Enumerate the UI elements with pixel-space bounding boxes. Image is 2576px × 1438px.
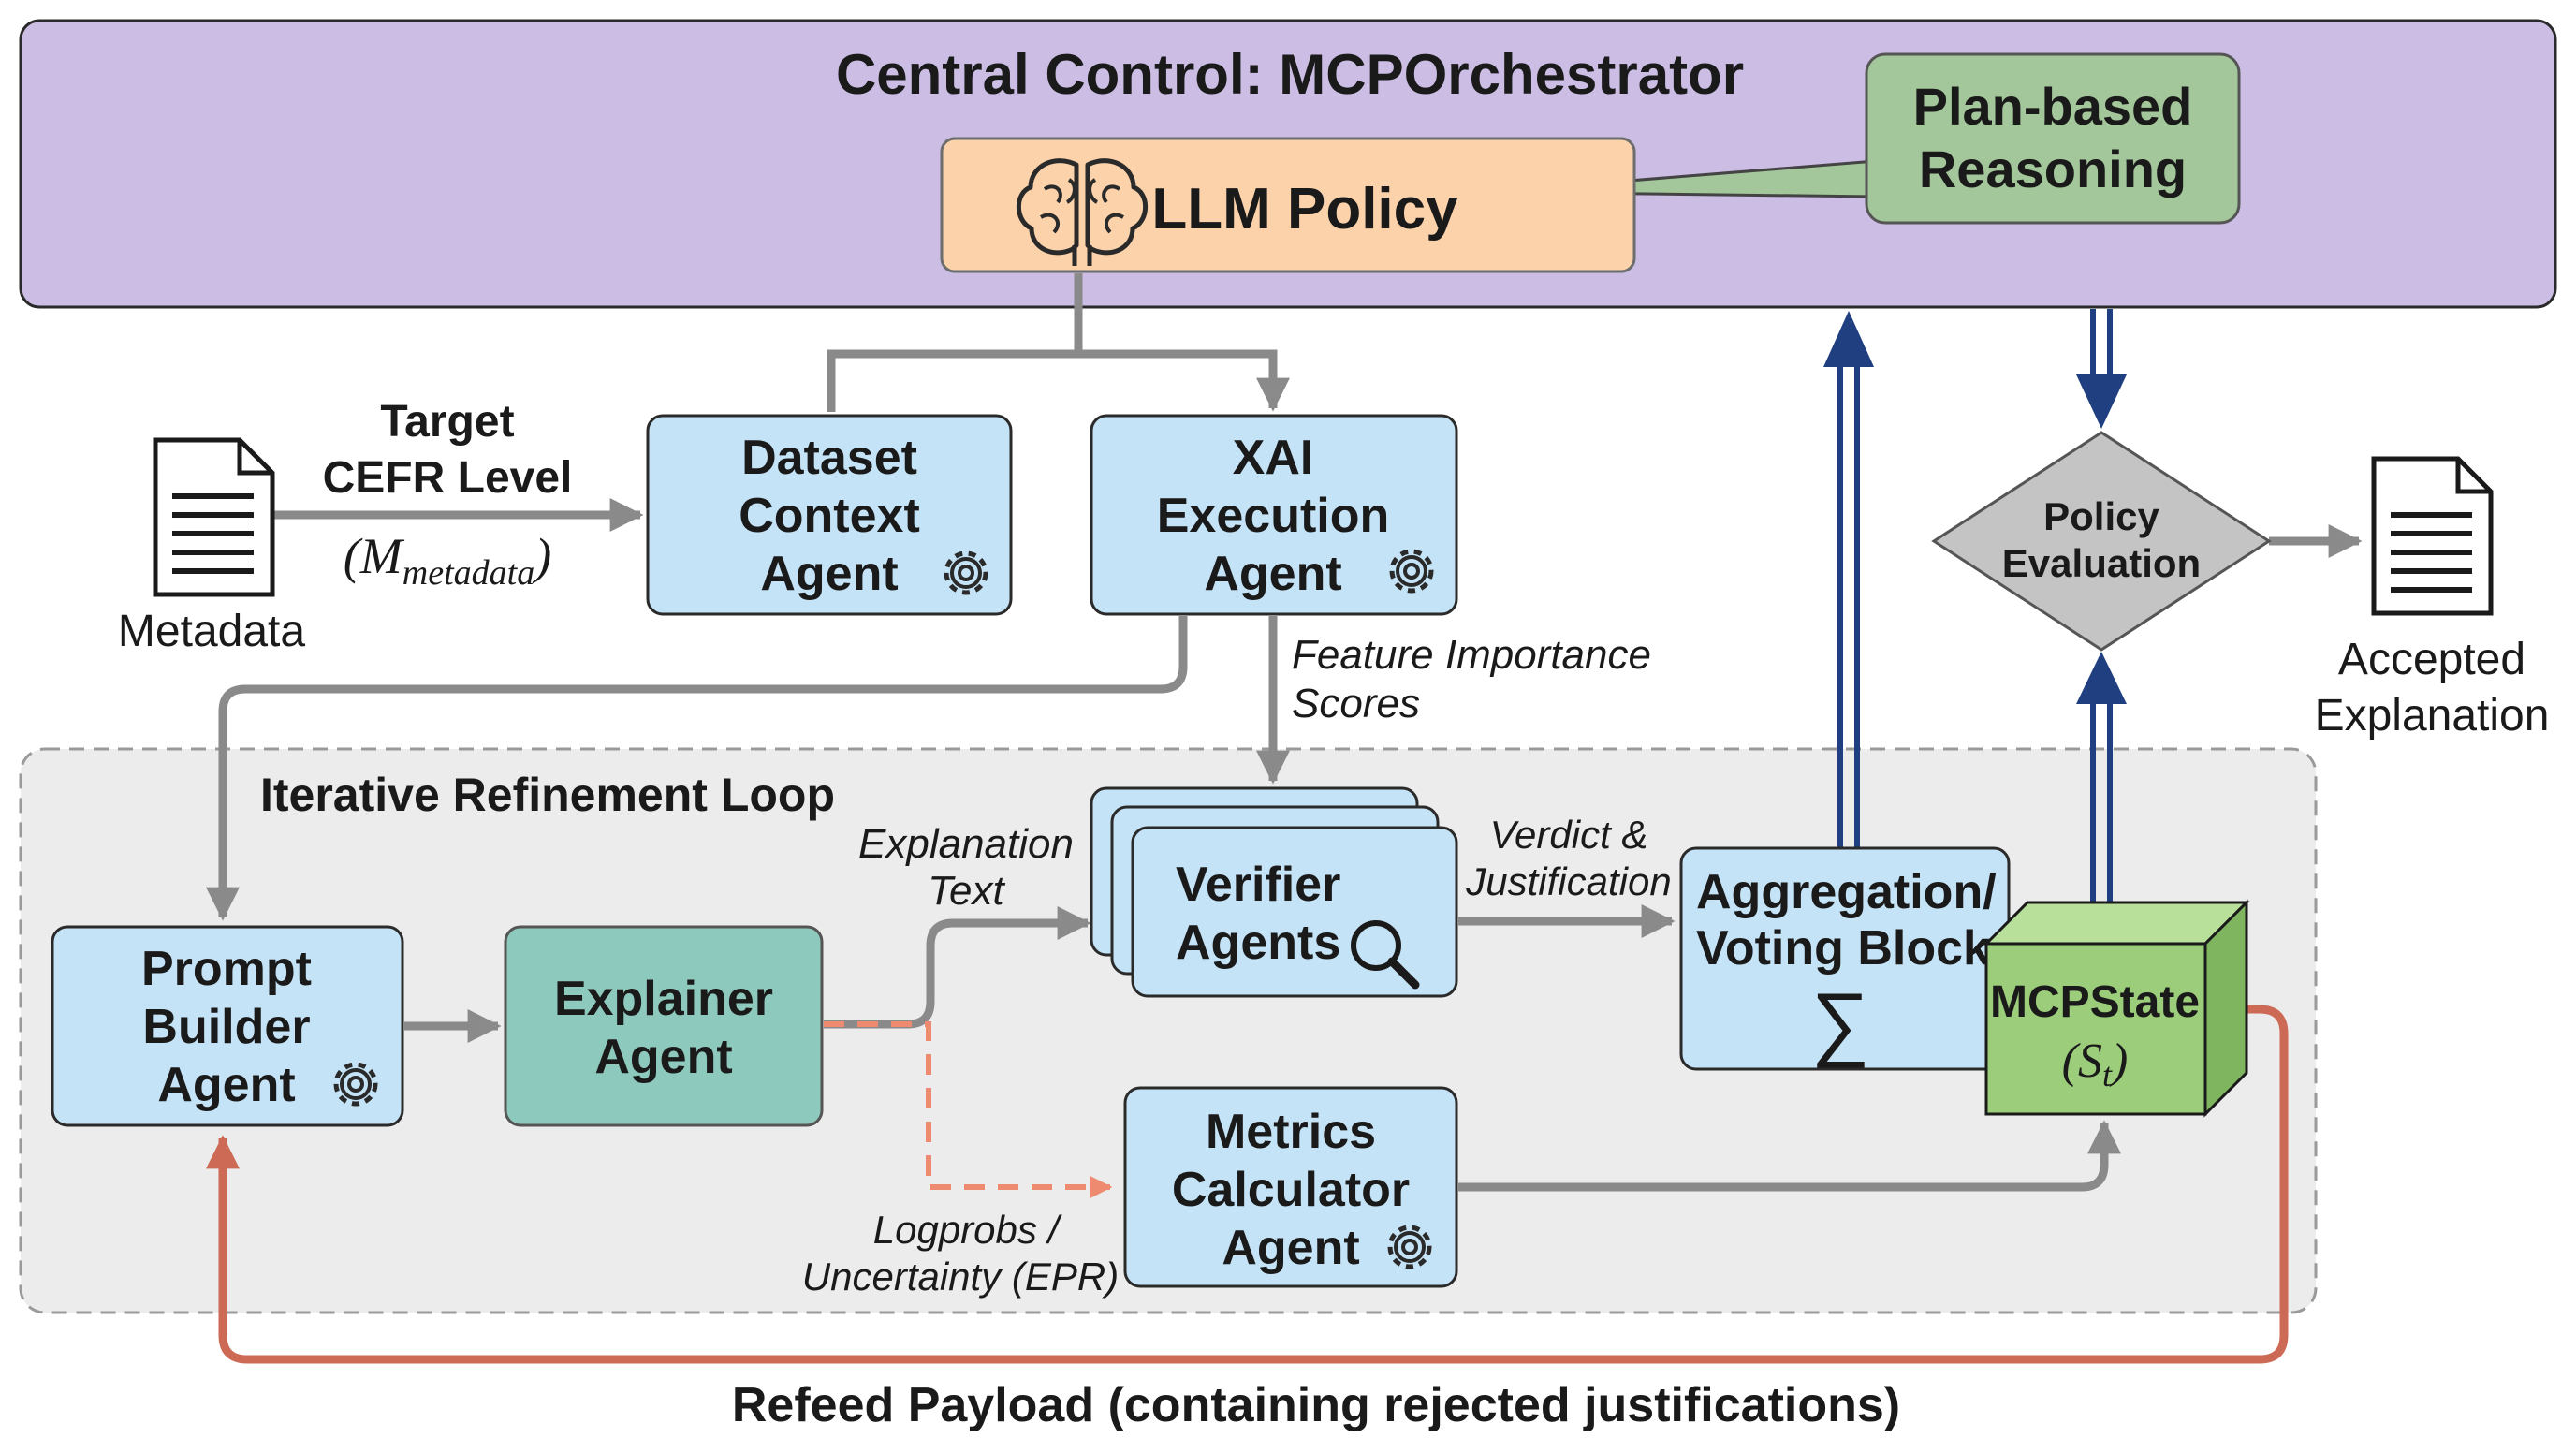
verifier-line2: Agents	[1176, 916, 1340, 970]
verifier-line1: Verifier	[1176, 858, 1340, 912]
mcp-state-label: MCPState	[1990, 977, 2200, 1027]
dataset-context-line2: Context	[739, 489, 920, 543]
arrow-orchestrator-to-policy	[2076, 309, 2127, 429]
metrics-line2: Calculator	[1172, 1163, 1410, 1217]
refinement-loop-title: Iterative Refinement Loop	[260, 769, 835, 821]
explainer-line1: Explainer	[554, 972, 773, 1026]
verdict-label-1: Verdict &	[1490, 813, 1648, 857]
prompt-builder-line3: Agent	[157, 1058, 295, 1112]
dataset-context-line3: Agent	[760, 547, 898, 601]
aggregation-line2: Voting Block	[1696, 921, 1990, 976]
orchestrator-title: Central Control: MCPOrchestrator	[836, 43, 1744, 106]
arrow-state-to-policy	[2076, 652, 2127, 902]
llm-policy-label: LLM Policy	[1151, 177, 1458, 242]
verdict-label-2: Justification	[1465, 859, 1671, 903]
arrow-metrics-to-state	[1458, 1120, 2121, 1192]
arrow-llm-to-xai	[1078, 349, 1290, 412]
policy-evaluation-line1: Policy	[2043, 494, 2159, 538]
target-label: Target	[380, 397, 514, 447]
xai-execution-line1: XAI	[1233, 431, 1314, 485]
metadata-document-icon	[155, 440, 272, 594]
sigma-symbol: ∑	[1811, 976, 1870, 1068]
logprobs-label-2: Uncertainty (EPR)	[802, 1255, 1119, 1299]
llm-policy-box	[940, 137, 1636, 273]
arrow-refeed	[206, 1005, 2289, 1364]
xai-execution-agent	[1090, 414, 1458, 616]
xai-execution-line2: Execution	[1157, 489, 1390, 543]
arrow-aggregation-to-orchestrator	[1823, 311, 1874, 848]
arrow-explainer-to-metrics-dashed	[824, 1021, 1113, 1198]
explanation-text-label-2: Text	[928, 868, 1005, 914]
accepted-label-1: Accepted	[2338, 635, 2525, 684]
explanation-text-label-1: Explanation	[858, 821, 1074, 867]
plan-reasoning-line1: Plan-based	[1913, 77, 2193, 136]
refeed-payload-label: Refeed Payload (containing rejected just…	[732, 1378, 1900, 1432]
prompt-builder-line1: Prompt	[141, 942, 312, 996]
magnifier-icon	[1351, 920, 1420, 990]
arrow-llm-split	[827, 273, 1083, 412]
dataset-context-agent	[646, 414, 1013, 616]
accepted-label-2: Explanation	[2315, 691, 2550, 741]
plan-reasoning-line2: Reasoning	[1919, 139, 2187, 198]
accepted-document-icon	[2374, 459, 2491, 613]
prompt-builder-line2: Builder	[142, 1000, 310, 1054]
policy-evaluation-line2: Evaluation	[2002, 541, 2201, 585]
prompt-builder-agent	[51, 925, 404, 1127]
arrow-explainer-to-verifier	[824, 906, 1091, 1029]
explainer-line2: Agent	[594, 1030, 732, 1084]
policy-evaluation-diamond	[1931, 431, 2272, 652]
mcp-state-symbol: (St)	[2062, 1034, 2129, 1093]
metrics-line1: Metrics	[1206, 1105, 1376, 1159]
brain-icon	[1016, 158, 1149, 266]
arrow-xai-to-prompt	[206, 616, 1188, 921]
metrics-line3: Agent	[1222, 1221, 1359, 1275]
verifier-agents	[1131, 826, 1458, 998]
dataset-context-line1: Dataset	[741, 431, 917, 485]
cefr-label: CEFR Level	[323, 453, 573, 503]
metadata-label: Metadata	[118, 607, 305, 656]
mcp-state-cube	[1983, 899, 2250, 1118]
explainer-agent	[504, 925, 824, 1127]
aggregation-line1: Aggregation/	[1696, 865, 1997, 919]
logprobs-label-1: Logprobs /	[873, 1208, 1063, 1252]
feature-importance-label-1: Feature Importance	[1292, 632, 1651, 678]
metadata-symbol: (Mmetadata)	[344, 528, 551, 593]
metrics-calculator-agent	[1123, 1086, 1458, 1288]
xai-execution-line3: Agent	[1204, 547, 1341, 601]
plan-reasoning-callout	[1865, 52, 2241, 225]
feature-importance-label-2: Scores	[1292, 681, 1420, 726]
